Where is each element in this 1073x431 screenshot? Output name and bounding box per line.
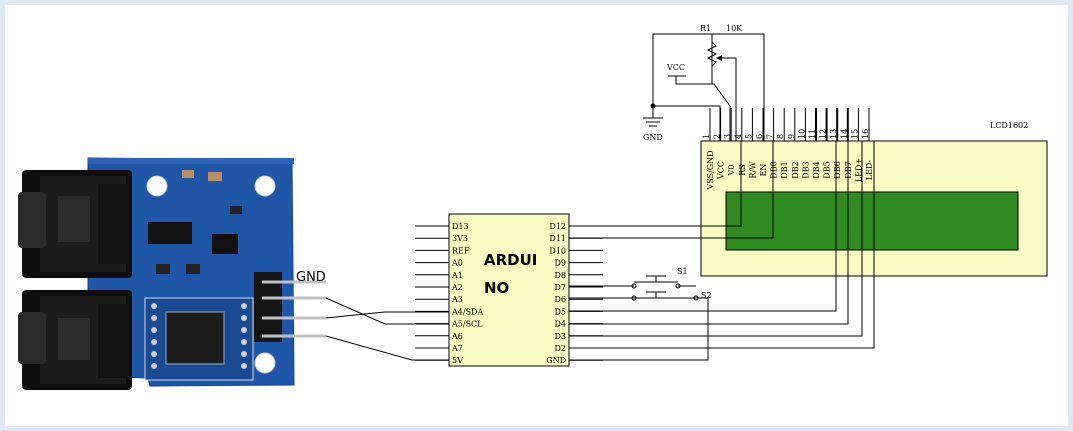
- arduino-lcd-wires: [569, 141, 875, 361]
- switch-s2-label: S2: [701, 291, 712, 300]
- lcd-pin-number: 14: [840, 129, 849, 139]
- lcd-pin-number: 13: [829, 129, 838, 139]
- arduino-right-pin-label: D8: [554, 271, 566, 280]
- lcd-pin-name: DB6: [833, 161, 842, 178]
- lcd-pin-number: 11: [808, 129, 817, 139]
- arduino-title-line1: ARDUI: [484, 251, 537, 269]
- arduino-left-pin-label: A4/SDA: [451, 307, 483, 316]
- lcd-pin-number: 16: [861, 129, 870, 139]
- lcd-pin-name: V0: [727, 165, 736, 177]
- lcd-pin-number: 5: [744, 134, 753, 139]
- arduino-left-pin-label: A7: [451, 344, 463, 353]
- arduino-right-pin-label: D12: [549, 222, 566, 231]
- lcd-pin-name: DB1: [780, 161, 789, 178]
- lcd-pin-number: 10: [797, 129, 806, 139]
- arduino-left-pin-label: 5V: [452, 356, 463, 365]
- lcd-pin-number: 1: [702, 134, 711, 139]
- lcd-pin-name: DB0: [770, 161, 779, 178]
- arduino-right-pin-label: D2: [554, 344, 566, 353]
- arduino-right-pin-label: D7: [554, 283, 566, 292]
- arduino-right-pin-label: D6: [554, 295, 566, 304]
- lcd-pin-number: 7: [766, 134, 775, 139]
- pushbutton-s1: S1: [631, 267, 688, 289]
- lcd-pin-name: R/W: [748, 161, 757, 179]
- lcd-pin-name: DB2: [791, 161, 800, 178]
- audio-jack-top: [18, 170, 132, 278]
- pushbutton-s2: S2: [631, 291, 712, 301]
- arduino-right-pin-label: D3: [554, 332, 566, 341]
- arduino-right-pin-label: D5: [554, 307, 566, 316]
- module-wires: [325, 297, 449, 361]
- arduino-title-line2: NO: [484, 279, 509, 297]
- lcd-screen: [725, 191, 1019, 251]
- lcd-pin-name: EN: [759, 164, 768, 177]
- lcd-pin-number: 9: [787, 134, 796, 139]
- potentiometer-circuit: R1 10K VCC GND: [643, 24, 765, 142]
- vcc-label: VCC: [666, 63, 685, 72]
- switch-s1-label: S1: [677, 267, 688, 276]
- arduino-right-pin-label: D4: [554, 320, 566, 329]
- arduino-right-pin-label: D11: [549, 234, 566, 243]
- lcd-pin-name: VCC: [717, 161, 726, 180]
- lcd-pin-name: DB5: [823, 161, 832, 178]
- arduino-left-pin-label: A6: [451, 332, 463, 341]
- resistor-ref: R1: [700, 24, 711, 33]
- arduino-right-pin-label: GND: [546, 356, 566, 365]
- header-pins: [254, 272, 326, 342]
- resistor-value: 10K: [726, 24, 743, 33]
- lcd-pin-number: 12: [819, 129, 828, 139]
- module-gnd-label: GND: [296, 270, 326, 285]
- arduino-left-pin-label: A0: [451, 259, 463, 268]
- lcd-pin-number: 3: [723, 134, 732, 139]
- radio-module: [144, 297, 254, 381]
- arduino-left-pin-label: D13: [452, 222, 469, 231]
- audio-jack-bottom: [18, 290, 132, 390]
- lcd-pin-number: 8: [776, 134, 785, 139]
- arduino-left-pin-label: A1: [451, 271, 463, 280]
- arduino-left-pin-label: A2: [451, 283, 463, 292]
- lcd-label: LCD1602: [990, 121, 1028, 130]
- gnd-label: GND: [643, 133, 663, 142]
- arduino-right-pin-label: D10: [549, 246, 566, 255]
- lcd-pin-name: LED-: [865, 159, 874, 180]
- arduino-left-pin-label: 3V3: [452, 234, 468, 243]
- arduino-left-pin-label: A5/SCL: [451, 320, 483, 329]
- lcd-pin-number: 4: [734, 134, 743, 139]
- lcd-pin-number: 15: [850, 129, 859, 139]
- arduino-left-pin-label: REF: [452, 246, 470, 255]
- arduino-left-pin-label: A3: [451, 295, 463, 304]
- lcd-pin-name: LED+: [854, 158, 863, 182]
- lcd-pin-number: 6: [755, 134, 764, 139]
- lcd-pin-number: 2: [713, 134, 722, 139]
- audio-module-photo: GND: [18, 157, 326, 390]
- arduino-right-pin-label: D9: [554, 259, 566, 268]
- lcd-pin-name: RS: [738, 164, 747, 176]
- lcd-pin-name: VSS/GND: [706, 150, 715, 190]
- lcd-pin-name: DB4: [812, 161, 821, 178]
- arduino-body: [448, 213, 570, 367]
- lcd-pin-name: DB3: [801, 161, 810, 178]
